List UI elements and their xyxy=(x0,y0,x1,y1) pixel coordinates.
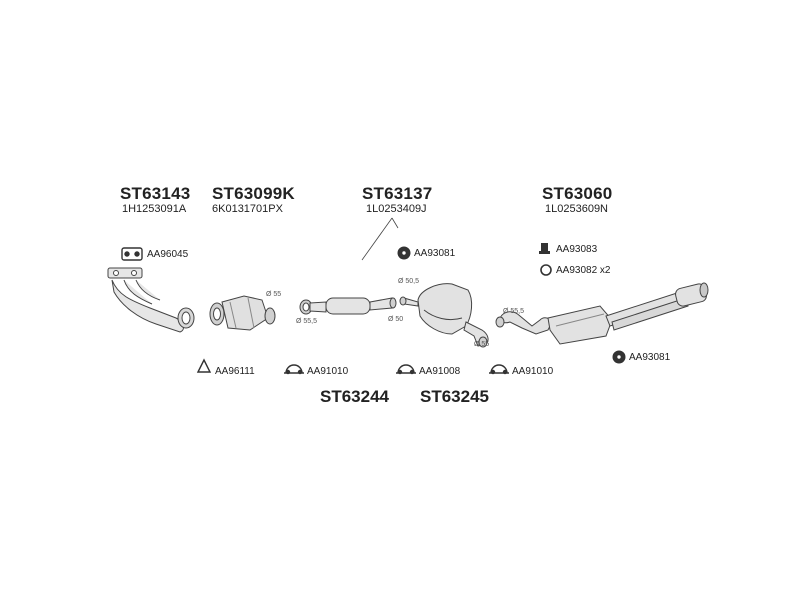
gasket-icon xyxy=(121,247,143,261)
code-bracket-rear: AA93083 xyxy=(556,244,598,255)
catalytic-converter-drawing xyxy=(209,295,276,331)
bottom-part-number-2: ST63245 xyxy=(420,387,489,406)
dim-pipe-inlet: Ø 55,5 xyxy=(296,318,318,325)
code-hanger-rear: AA93081 xyxy=(629,352,671,363)
clamp-icon-front xyxy=(196,358,212,373)
code-hanger-mid: AA93081 xyxy=(414,248,456,259)
code-clamp-2: AA91008 xyxy=(419,366,461,377)
dim-rear-in: Ø 55,5 xyxy=(503,308,525,315)
rubber-hanger-icon xyxy=(397,246,411,260)
bracket-icon xyxy=(539,243,550,254)
dim-mid-in-top: Ø 50,5 xyxy=(398,278,420,285)
part-number-1: ST63143 xyxy=(120,184,191,203)
oe-number-1: 1H1253091A xyxy=(122,203,187,215)
leader-line-right xyxy=(391,217,399,229)
dim-mid-out: Ø 55 xyxy=(474,341,490,348)
part-number-2: ST63099K xyxy=(212,184,295,203)
oe-number-2: 6K0131701PX xyxy=(212,203,283,215)
middle-pipe-drawing xyxy=(299,297,397,315)
exhaust-manifold-drawing xyxy=(107,267,195,333)
dim-mid-in: Ø 50 xyxy=(388,316,404,323)
dim-cat-outlet: Ø 55 xyxy=(266,291,282,298)
clamp-icon-1 xyxy=(284,364,304,375)
clamp-icon-2 xyxy=(396,364,416,375)
leader-line-left xyxy=(361,217,393,261)
part-number-4: ST63060 xyxy=(542,184,613,203)
part-number-3: ST63137 xyxy=(362,184,433,203)
code-clamp-3: AA91010 xyxy=(512,366,554,377)
code-clamp-front: AA96111 xyxy=(215,366,255,377)
oe-number-3: 1L0253409J xyxy=(366,203,427,215)
code-ring-rear: AA93082 x2 xyxy=(556,265,611,276)
centre-silencer-drawing xyxy=(399,283,489,348)
ring-icon xyxy=(540,264,552,276)
rear-hanger-icon xyxy=(612,350,626,364)
rear-silencer-drawing xyxy=(495,282,709,345)
oe-number-4: 1L0253609N xyxy=(545,203,609,215)
bottom-part-number-1: ST63244 xyxy=(320,387,389,406)
code-gasket-manifold: AA96045 xyxy=(147,249,189,260)
code-clamp-1: AA91010 xyxy=(307,366,349,377)
clamp-icon-3 xyxy=(489,364,509,375)
